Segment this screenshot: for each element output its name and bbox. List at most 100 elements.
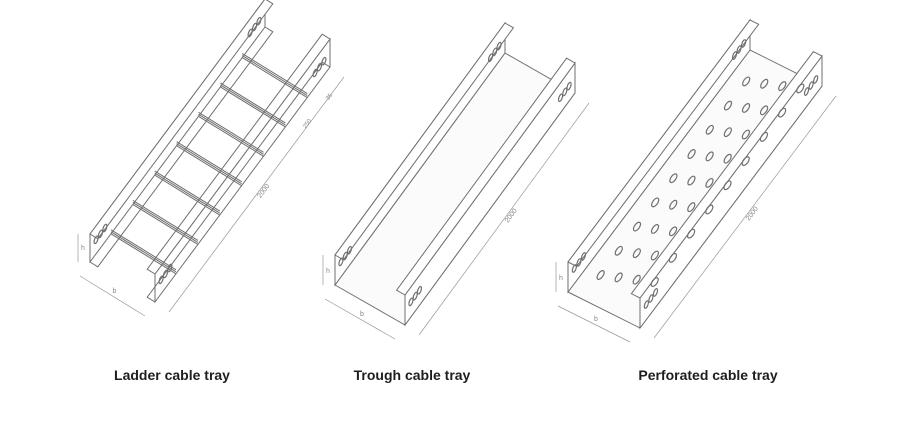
length-dimension-line — [168, 76, 345, 313]
ladder-rung — [220, 84, 286, 126]
length-dimension-line — [653, 95, 837, 339]
bolt-hole — [736, 45, 742, 54]
perforation-slot — [596, 270, 605, 280]
ladder-rung — [110, 231, 177, 273]
right-rail-flange — [146, 33, 331, 275]
caption-perforated-tray: Perforated cable tray — [638, 367, 778, 383]
bolt-hole — [492, 47, 498, 57]
height-label: h — [326, 268, 330, 275]
right-rail-flange — [395, 57, 576, 296]
dimension-lines — [77, 76, 345, 317]
ladder-rung — [198, 111, 264, 153]
perforation-slot — [723, 100, 733, 111]
rung-pitch-label: 250 — [302, 118, 313, 130]
bolt-hole — [562, 87, 568, 97]
ladder-rung — [132, 203, 199, 245]
ladder-rung — [176, 141, 242, 183]
perforation-slot — [614, 272, 623, 283]
bolt-hole — [557, 93, 564, 103]
tray-perforated: 2000 b h — [555, 18, 837, 343]
perforation-slot — [632, 248, 641, 259]
bolt-hole — [576, 258, 582, 267]
perforation-slot — [651, 197, 660, 208]
bolt-hole — [496, 41, 502, 51]
perforation-slot — [741, 156, 750, 167]
height-label: h — [559, 275, 563, 282]
bolt-hole — [566, 81, 572, 91]
perforation-slot — [741, 103, 751, 113]
left-rail-flange — [89, 0, 274, 240]
bolt-hole — [487, 53, 494, 63]
dimension-lines — [555, 95, 837, 343]
length-label: 2000 — [745, 205, 760, 222]
perforation-slot — [778, 81, 787, 92]
perforation-slot — [687, 149, 696, 159]
bolt-hole — [312, 68, 318, 78]
ladder-rung — [110, 229, 177, 271]
perforation-slot — [742, 76, 751, 87]
ladder-rung — [241, 55, 308, 96]
length-dimension-line — [418, 102, 590, 336]
width-dimension-line — [324, 298, 396, 340]
bolt-hole — [416, 285, 423, 295]
ladder-rung — [198, 115, 264, 157]
bolt-hole — [740, 39, 747, 48]
width-label: b — [360, 311, 364, 318]
height-label: h — [81, 245, 85, 252]
bolt-hole — [162, 269, 169, 279]
perforation-slot — [777, 107, 787, 118]
bolt-hole — [643, 300, 650, 309]
perforation-slot — [632, 274, 641, 285]
perforation-slot — [705, 151, 714, 162]
ladder-rung — [132, 201, 199, 243]
perforation-slot — [686, 228, 696, 239]
bolt-hole — [97, 229, 104, 239]
bolt-hole — [316, 62, 323, 72]
ladder-rung — [241, 57, 308, 98]
left-rail-flange — [567, 19, 760, 267]
perforation-slot — [759, 105, 769, 116]
ladder-rung — [132, 199, 199, 241]
bolt-hole — [158, 275, 164, 285]
bolt-hole — [652, 288, 659, 297]
ladder-rung — [154, 170, 221, 212]
perforation-slot — [650, 277, 659, 288]
ladder-rung — [176, 145, 242, 187]
bolt-hole — [571, 264, 578, 273]
perforation-slot — [650, 224, 660, 234]
width-dimension-line — [557, 305, 631, 343]
ladder-rung — [154, 172, 221, 214]
perforation-slot — [723, 153, 732, 164]
perforation-slot — [632, 221, 642, 232]
bolt-hole — [247, 28, 253, 38]
perforation-slot — [741, 129, 751, 140]
ladder-rung — [198, 113, 264, 155]
ladder-rung — [176, 143, 242, 185]
perforation-slot — [687, 202, 696, 213]
bolt-hole — [256, 16, 262, 26]
bolt-hole — [342, 251, 348, 261]
bolt-hole — [412, 291, 418, 301]
ladder-rung — [241, 53, 308, 94]
ladder-rung — [110, 233, 177, 275]
width-label: b — [113, 288, 117, 295]
perforation-slot — [650, 250, 660, 261]
length-label: 2000 — [256, 183, 271, 200]
perforation-slot — [705, 124, 714, 135]
perforation-slot — [723, 180, 732, 191]
perforation-slot — [705, 177, 714, 188]
perforation-slot — [668, 252, 678, 263]
dimension-lines — [322, 102, 590, 340]
ladder-rung — [220, 82, 286, 124]
bolt-hole — [251, 22, 258, 32]
bolt-hole — [808, 81, 814, 90]
right-side-rail — [154, 37, 331, 304]
width-dimension-line — [79, 275, 146, 317]
width-label: b — [594, 316, 598, 323]
perforation-slot — [668, 226, 678, 237]
bolt-hole — [731, 51, 738, 60]
